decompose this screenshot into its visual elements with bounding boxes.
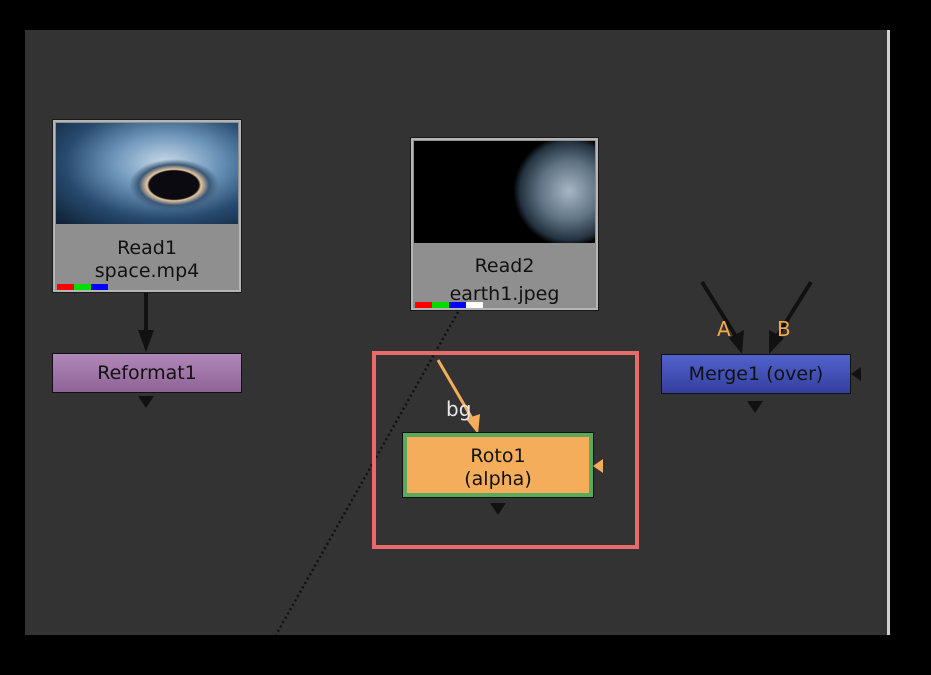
roto1-channel: (alpha) xyxy=(464,468,532,490)
merge1-output-arrow xyxy=(747,401,763,413)
merge1-mask-input[interactable] xyxy=(851,367,861,381)
reformat1-output-arrow xyxy=(138,396,154,408)
roto1-name: Roto1 xyxy=(470,445,526,467)
dotted-pipe xyxy=(274,311,460,636)
roto-bg-pipe xyxy=(436,359,475,421)
read1-thumbnail xyxy=(56,123,238,224)
panel-edge xyxy=(887,30,890,635)
read1-file: space.mp4 xyxy=(94,260,200,282)
node-read2[interactable]: Read2 earth1.jpeg xyxy=(410,137,599,311)
roto1-mask-input[interactable] xyxy=(593,459,603,473)
read2-thumbnail xyxy=(414,141,595,243)
node-reformat1[interactable]: Reformat1 xyxy=(52,353,242,393)
roto1-bg-input-label: bg xyxy=(446,397,472,421)
read1-channel-indicator xyxy=(57,284,108,290)
roto1-output-arrow xyxy=(490,503,506,515)
merge-b-arrowhead xyxy=(769,330,784,354)
merge-a-arrowhead xyxy=(729,330,744,354)
node-read1[interactable]: Read1 space.mp4 xyxy=(52,119,242,293)
read2-name: Read2 xyxy=(474,255,535,277)
read2-channel-indicator xyxy=(415,302,483,308)
merge-b-pipe xyxy=(774,280,813,340)
read2-file: earth1.jpeg xyxy=(449,283,560,305)
merge1-input-a-label: A xyxy=(717,317,731,341)
merge1-input-b-label: B xyxy=(777,317,791,341)
selection-box xyxy=(372,351,639,549)
read1-name: Read1 xyxy=(117,237,177,259)
node-roto1[interactable]: Roto1 (alpha) xyxy=(402,432,594,498)
merge-a-pipe xyxy=(700,280,739,340)
pipe-arrowhead xyxy=(138,330,154,352)
merge1-label: Merge1 (over) xyxy=(688,363,824,385)
roto-bg-arrowhead xyxy=(466,414,480,434)
node-merge1[interactable]: Merge1 (over) xyxy=(661,354,851,394)
reformat1-label: Reformat1 xyxy=(97,362,197,384)
